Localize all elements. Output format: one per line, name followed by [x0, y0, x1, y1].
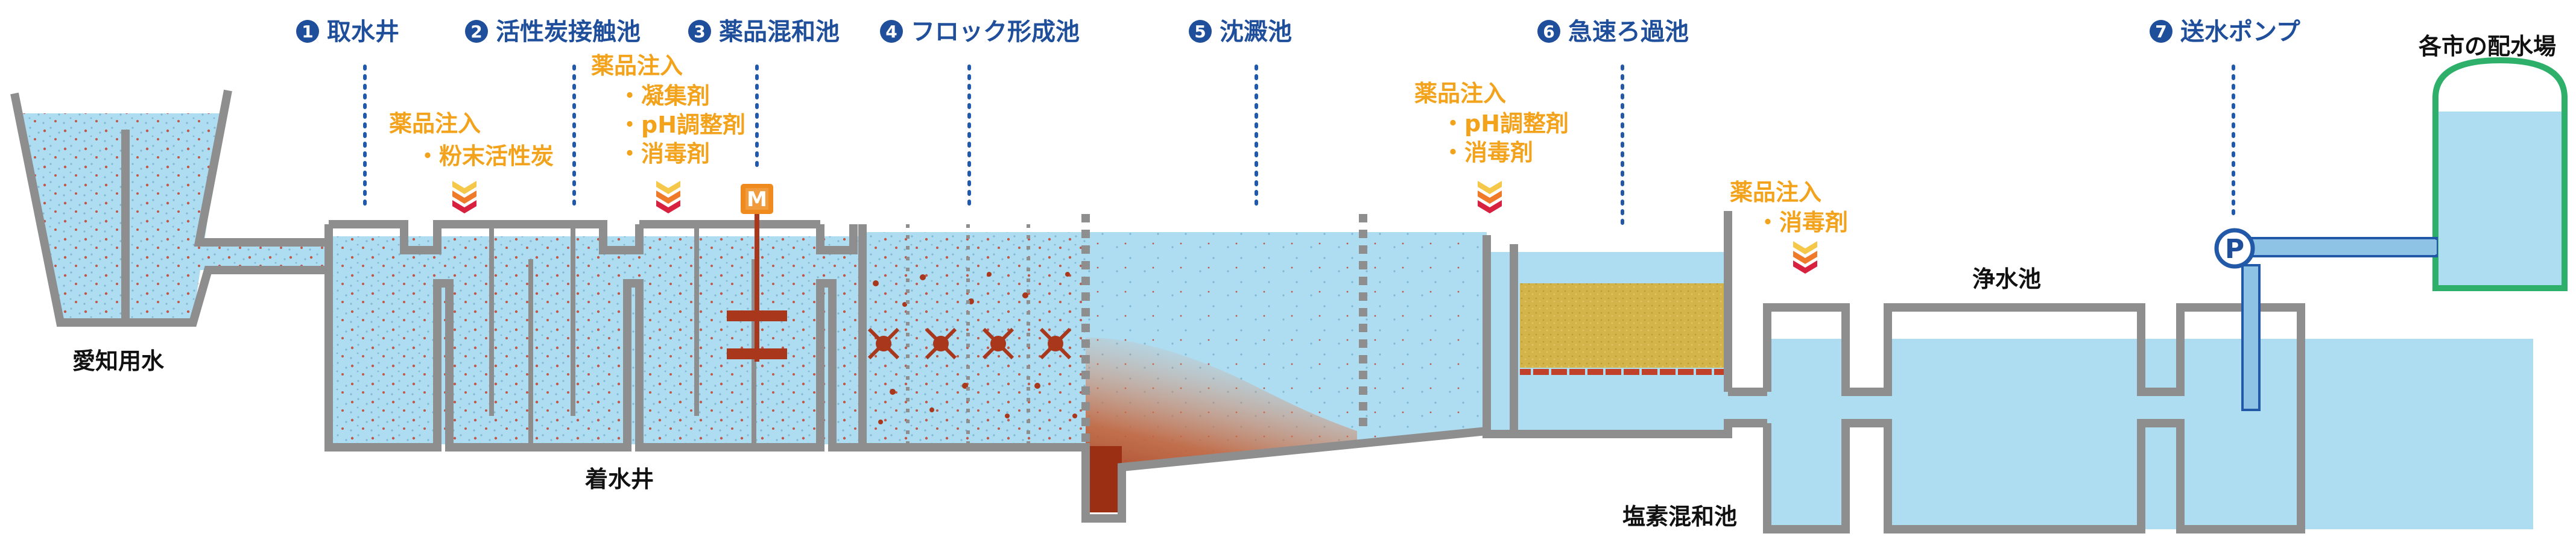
stage-number: 2 [470, 22, 482, 42]
stage-label: フロック形成池 [911, 18, 1080, 46]
stage-labels: 1 取水井 2 活性炭接触池 3 薬品混和池 4 フロック形成池 5 沈澱池 6… [296, 18, 2300, 46]
water-areas [18, 112, 2563, 529]
stage-7: 7 送水ポンプ [2150, 18, 2300, 46]
chemical-item: ・消毒剤 [1441, 139, 1533, 166]
chemical-item: ・pH調整剤 [1441, 110, 1569, 137]
chemical-title: 薬品注入 [591, 52, 683, 79]
pump-symbol: P [2225, 234, 2244, 265]
stage-label: 薬品混和池 [719, 18, 840, 46]
chemical-title: 薬品注入 [389, 110, 481, 137]
distribution-reservoir [2432, 57, 2568, 291]
filter-underdrain [1520, 369, 1728, 375]
stage-number: 5 [1194, 22, 1206, 42]
pump-icon [2214, 228, 2255, 269]
stage-number: 1 [302, 22, 313, 42]
stage-number-badge [465, 20, 488, 43]
chemical-item: ・pH調整剤 [618, 112, 745, 138]
chlorine-mixing-water [1767, 339, 1846, 529]
chemical-item: ・粉末活性炭 [416, 143, 554, 169]
sediment-cloud [1086, 338, 1357, 512]
distribution-reservoir-water [2437, 112, 2563, 286]
filter-sand-bed [1520, 283, 1728, 368]
chevron-down-icon [1793, 241, 1817, 274]
chemical-injection-3: 薬品注入 ・pH調整剤 ・消毒剤 [1414, 80, 1569, 166]
receiving-well-label: 着水井 [585, 466, 654, 492]
stage-6: 6 急速ろ過池 [1537, 18, 1689, 46]
stage-number-badge [1189, 20, 1212, 43]
stage-number-badge [880, 20, 903, 43]
place-labels: 愛知用水 着水井 塩素混和池 浄水池 各市の配水場 [72, 33, 2556, 530]
clear-well-water [1888, 339, 2533, 529]
stage-4: 4 フロック形成池 [880, 18, 1080, 46]
chemical-title: 薬品注入 [1414, 80, 1506, 107]
chevron-down-icon [452, 181, 476, 213]
stage-2: 2 活性炭接触池 [465, 18, 641, 46]
chlorine-mixing-label: 塩素混和池 [1622, 503, 1737, 530]
sludge-pit [1086, 446, 1122, 512]
stage-number: 6 [1543, 22, 1554, 42]
chemical-item: ・凝集剤 [618, 83, 710, 109]
stage-number: 4 [885, 22, 897, 42]
stage-1: 1 取水井 [296, 18, 399, 46]
chemical-injection-4: 薬品注入 ・消毒剤 [1730, 179, 1848, 236]
chemical-injection-1: 薬品注入 ・粉末活性炭 [389, 110, 554, 169]
stage-5: 5 沈澱池 [1189, 18, 1292, 46]
stage-label: 急速ろ過池 [1568, 18, 1689, 46]
chemical-item: ・消毒剤 [1756, 209, 1848, 236]
stage-number-badge [2150, 20, 2173, 43]
chemical-item: ・消毒剤 [618, 140, 710, 167]
stage-number-badge [296, 20, 319, 43]
stage-number: 3 [694, 22, 705, 42]
stage-label: 取水井 [327, 18, 399, 46]
distribution-label: 各市の配水場 [2419, 33, 2556, 60]
stage-number: 7 [2155, 22, 2166, 42]
mixer: M [727, 184, 787, 362]
basin-walls [10, 89, 2305, 533]
stage-number-badge [1537, 20, 1560, 43]
chemical-labels: 薬品注入 ・粉末活性炭 薬品注入 ・凝集剤 ・pH調整剤 ・消毒剤 薬品注入 ・… [389, 52, 1848, 236]
motor-icon [741, 184, 773, 214]
chevron-down-icon [1478, 181, 1502, 213]
stage-label: 沈澱池 [1220, 18, 1292, 46]
motor-symbol: M [747, 187, 767, 212]
chevron-down-icon [656, 181, 680, 213]
stage-label: 送水ポンプ [2180, 18, 2300, 46]
chemical-injection-2: 薬品注入 ・凝集剤 ・pH調整剤 ・消毒剤 [591, 52, 745, 167]
chemical-title: 薬品注入 [1730, 179, 1821, 206]
clear-well-label: 浄水池 [1972, 266, 2041, 292]
pump-pipes: P [2214, 228, 2438, 411]
leader-lines [363, 65, 2235, 225]
stage-label: 活性炭接触池 [496, 18, 641, 46]
stage-3: 3 薬品混和池 [688, 18, 840, 46]
source-label: 愛知用水 [72, 348, 165, 374]
stage-number-badge [688, 20, 711, 43]
separators [906, 214, 1367, 447]
